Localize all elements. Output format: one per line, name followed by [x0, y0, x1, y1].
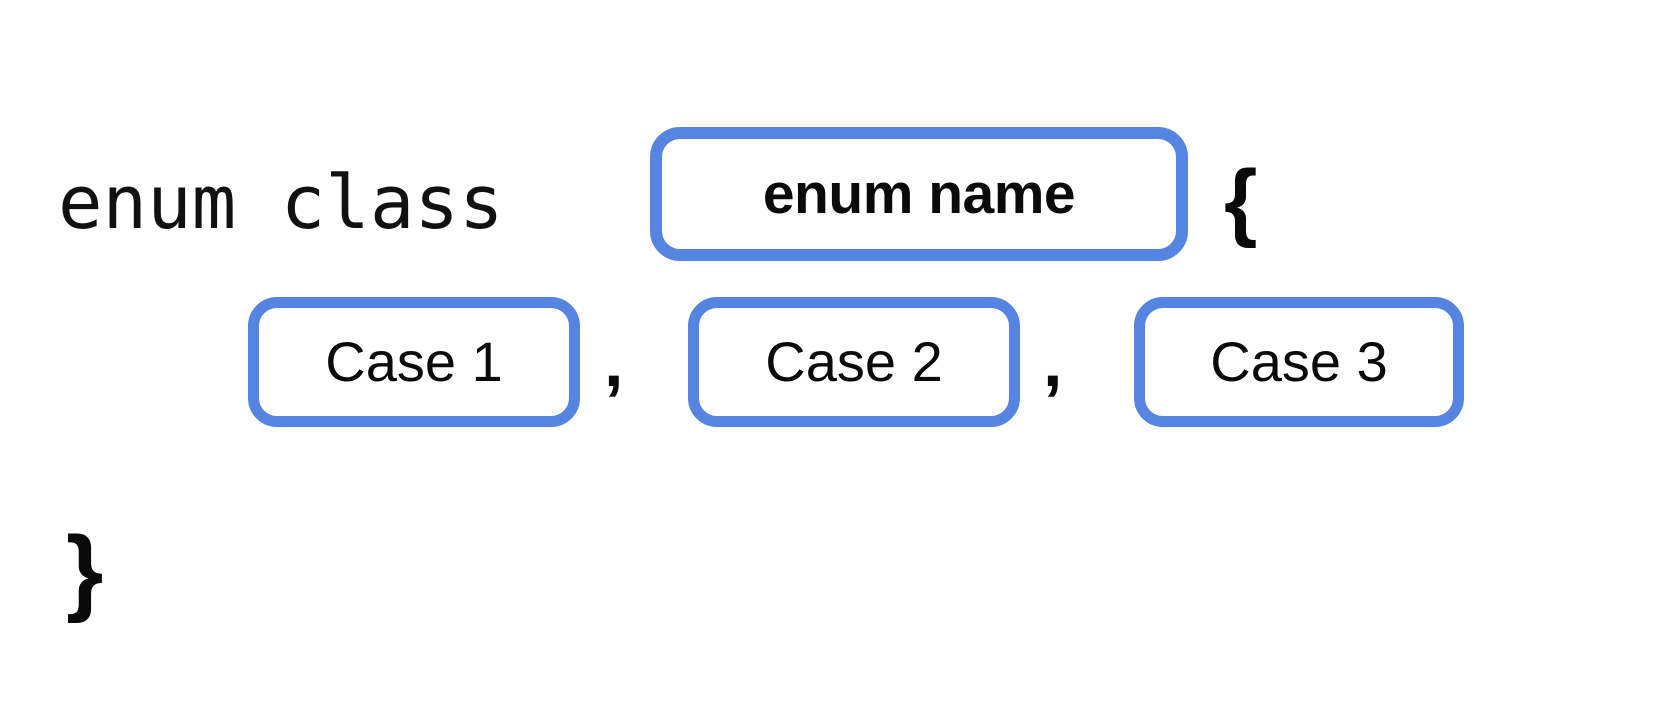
slot-enum-name-label: enum name: [762, 161, 1076, 226]
slot-case-2-label: Case 2: [765, 330, 943, 393]
slot-case-3-label: Case 3: [1210, 330, 1388, 393]
brace-close: }: [66, 517, 104, 624]
slot-case-3[interactable]: Case 3: [1134, 297, 1464, 427]
slot-case-2[interactable]: Case 2: [688, 297, 1020, 427]
slot-case-1-label: Case 1: [325, 330, 503, 393]
comma-separator-2: ,: [1043, 323, 1063, 401]
keyword-enum-class: enum class: [58, 160, 504, 246]
brace-open: {: [1224, 153, 1258, 249]
slot-case-1[interactable]: Case 1: [248, 297, 580, 427]
slot-enum-name[interactable]: enum name: [650, 127, 1188, 261]
comma-separator-1: ,: [604, 323, 624, 401]
